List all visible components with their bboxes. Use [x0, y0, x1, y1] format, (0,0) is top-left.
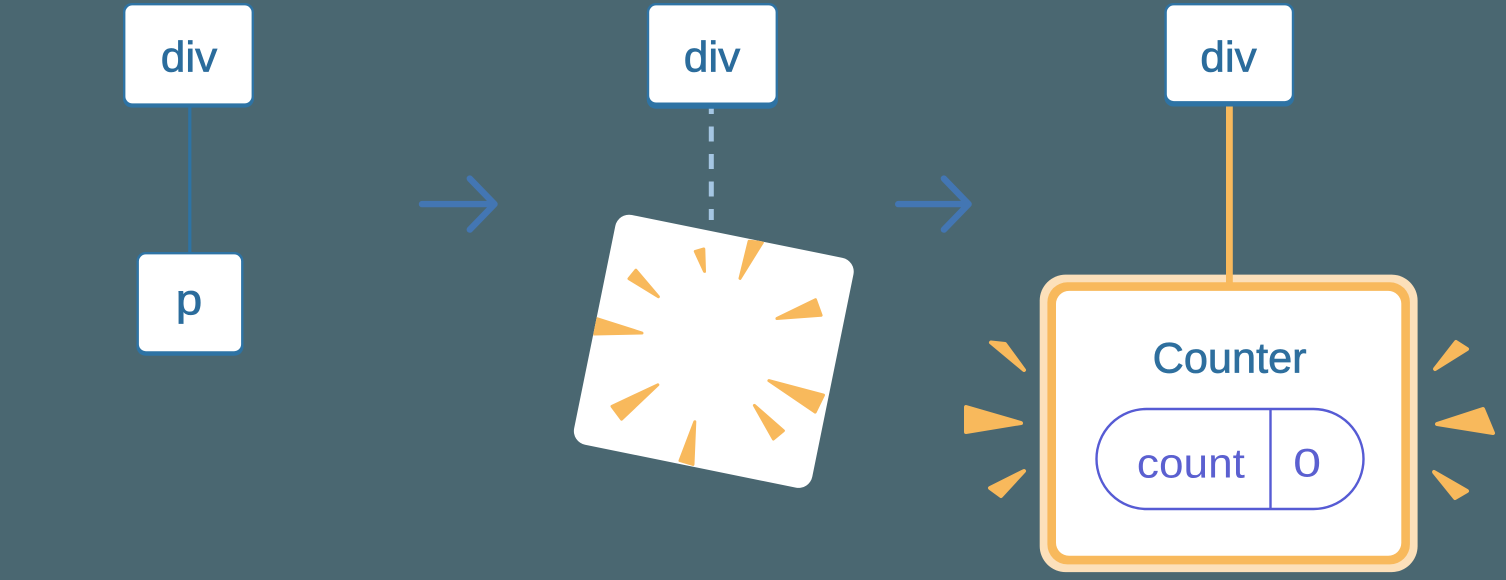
svg-text:div: div: [1200, 34, 1257, 82]
svg-text:div: div: [684, 34, 741, 82]
svg-text:div: div: [161, 34, 218, 82]
svg-text:count: count: [1137, 440, 1245, 487]
svg-text:p: p: [176, 276, 203, 325]
svg-text:0: 0: [1293, 442, 1321, 486]
svg-text:Counter: Counter: [1153, 336, 1307, 383]
